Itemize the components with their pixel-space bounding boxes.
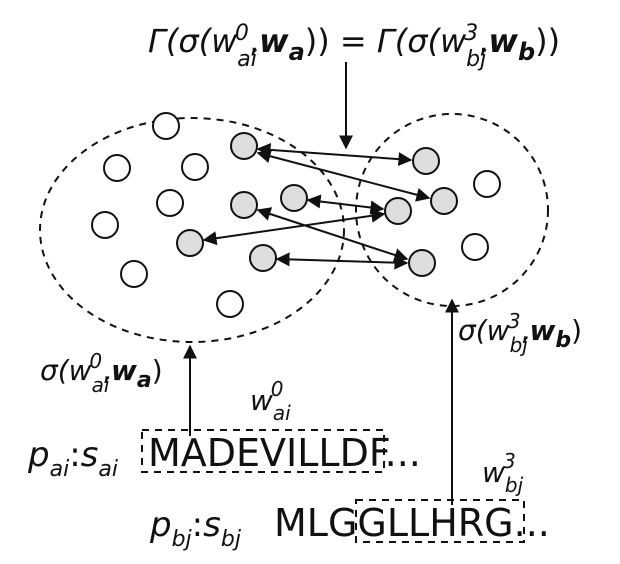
node bbox=[152, 112, 180, 140]
node bbox=[103, 154, 131, 182]
node bbox=[473, 170, 501, 198]
node bbox=[412, 147, 440, 175]
window-b-label: wbj3 bbox=[482, 449, 524, 497]
node bbox=[280, 184, 308, 212]
node bbox=[230, 191, 258, 219]
node bbox=[384, 197, 412, 225]
protein-a-id: pai:sai bbox=[27, 435, 118, 482]
window-a-box bbox=[141, 429, 385, 473]
label-b: σ(wbj3,wb) bbox=[458, 309, 582, 357]
window-b-box bbox=[355, 499, 525, 543]
active-nodes bbox=[176, 132, 458, 277]
node bbox=[216, 290, 244, 318]
link-arrow bbox=[306, 194, 385, 215]
idle-nodes bbox=[91, 112, 501, 318]
node bbox=[120, 260, 148, 288]
node bbox=[430, 187, 458, 215]
node bbox=[461, 233, 489, 261]
link-arrows bbox=[202, 142, 431, 270]
link-arrow bbox=[256, 149, 431, 202]
top-equation: Γ(σ(wai0,wa)) = Γ(σ(wbj3,wb)) bbox=[148, 21, 560, 72]
protein-b-id: pbj:sbj bbox=[149, 505, 242, 552]
node bbox=[408, 249, 436, 277]
sequence-a: MADEVILLDF... bbox=[148, 431, 421, 475]
node bbox=[181, 153, 209, 181]
link-arrow bbox=[256, 207, 409, 262]
label-a: σ(wai0,wa) bbox=[40, 349, 163, 397]
node bbox=[176, 229, 204, 257]
sequence-b: MLGGLLHRG... bbox=[274, 501, 550, 545]
link-arrow bbox=[202, 208, 386, 246]
window-a-label: wai0 bbox=[250, 377, 291, 425]
node bbox=[249, 244, 277, 272]
node bbox=[91, 211, 119, 239]
link-arrow bbox=[275, 252, 409, 270]
node bbox=[156, 189, 184, 217]
node bbox=[230, 132, 258, 160]
